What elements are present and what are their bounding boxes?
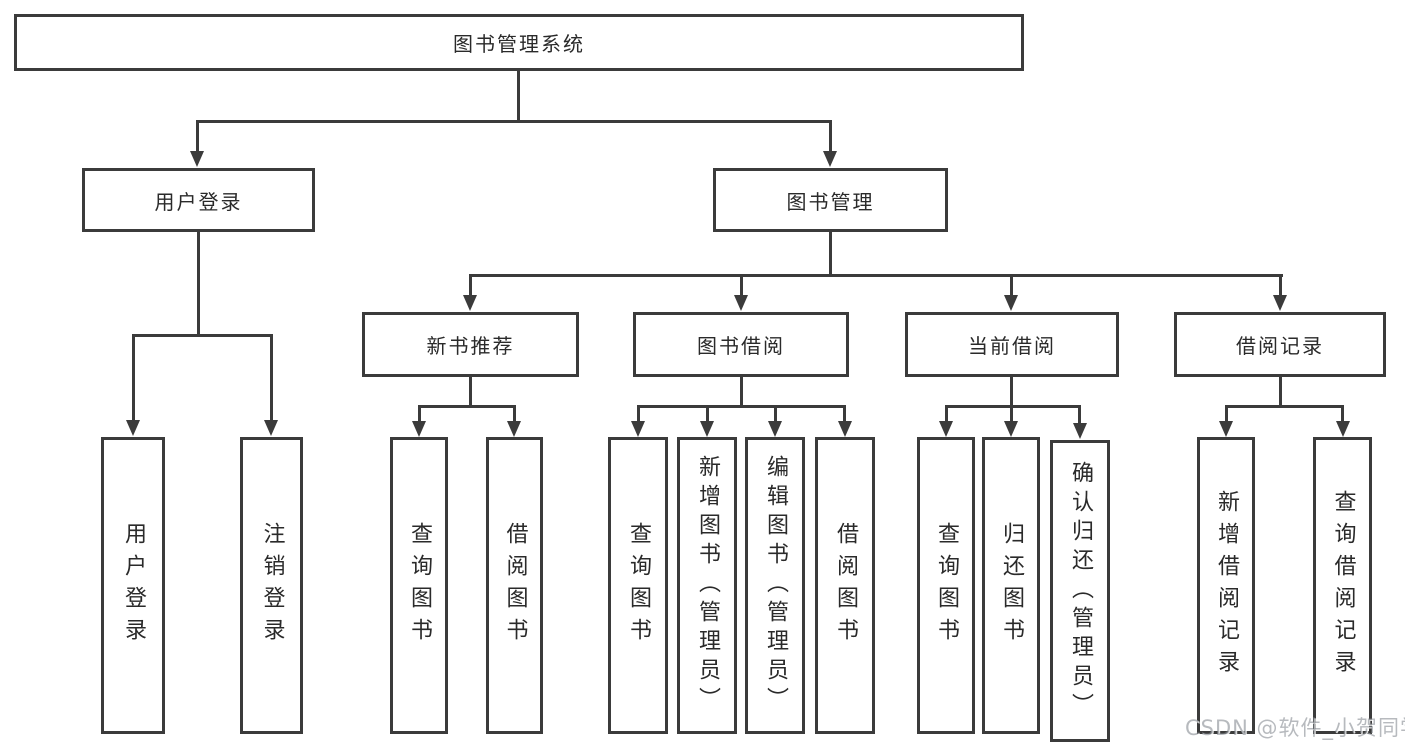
arrow-down-icon (700, 421, 714, 437)
connector-user-login-stem (197, 231, 200, 337)
arrow-down-icon (838, 421, 852, 437)
arrow-down-icon (463, 295, 477, 311)
node-book-borrowing: 图书借阅 (633, 312, 849, 377)
node-borrowing-records: 借阅记录 (1174, 312, 1386, 377)
arrow-down-icon (768, 421, 782, 437)
node-book-management: 图书管理 (713, 168, 948, 232)
connector-to-cb-return (1010, 405, 1013, 423)
node-leaf-query-books-newrec: 查询图书 (390, 437, 448, 734)
connector-current-branch (945, 405, 1081, 408)
connector-to-leaf-user-login (132, 334, 135, 422)
csdn-watermark: CSDN @软件_小贺同学 (1185, 716, 1405, 740)
connector-to-bb-add (706, 405, 709, 423)
connector-to-user-login (196, 120, 199, 152)
connector-to-book-borrow (740, 274, 743, 298)
node-leaf-logout-login: 注销登录 (240, 437, 303, 734)
connector-newrec-stem (469, 376, 472, 408)
arrow-down-icon (1004, 295, 1018, 311)
connector-root-branch (196, 120, 832, 123)
node-leaf-query-books-current: 查询图书 (917, 437, 975, 734)
node-root: 图书管理系统 (14, 14, 1024, 71)
node-leaf-user-login: 用户登录 (101, 437, 165, 734)
connector-to-new-book (469, 274, 472, 298)
connector-to-book-management (829, 120, 832, 152)
arrow-down-icon (126, 420, 140, 436)
arrow-down-icon (734, 295, 748, 311)
connector-to-current-borrow (1010, 274, 1013, 298)
arrow-down-icon (1004, 421, 1018, 437)
connector-borrowing-branch (637, 405, 846, 408)
connector-to-newrec-borrow (513, 405, 516, 423)
arrow-down-icon (823, 151, 837, 167)
connector-newrec-branch (418, 405, 515, 408)
connector-to-bb-edit (774, 405, 777, 423)
connector-records-stem (1279, 376, 1282, 408)
node-leaf-query-books-borrow: 查询图书 (608, 437, 668, 734)
node-leaf-borrow-books-borrow: 借阅图书 (815, 437, 875, 734)
connector-to-cb-confirm (1078, 405, 1081, 423)
connector-to-br-query (1341, 405, 1344, 423)
connector-root-stem (517, 70, 520, 123)
arrow-down-icon (507, 421, 521, 437)
node-leaf-add-books-admin: 新增图书（管理员） (677, 437, 737, 734)
node-leaf-add-borrow-record: 新增借阅记录 (1197, 437, 1255, 734)
connector-to-borrow-records (1279, 274, 1282, 298)
connector-to-leaf-logout (270, 334, 273, 422)
node-leaf-borrow-books-newrec: 借阅图书 (486, 437, 543, 734)
arrow-down-icon (1273, 295, 1287, 311)
connector-records-branch (1225, 405, 1343, 408)
node-new-book-recommend: 新书推荐 (362, 312, 579, 377)
arrow-down-icon (631, 421, 645, 437)
node-leaf-edit-books-admin: 编辑图书（管理员） (745, 437, 805, 734)
connector-to-bb-borrow (843, 405, 846, 423)
connector-to-bb-query (637, 405, 640, 423)
connector-to-br-add (1225, 405, 1228, 423)
connector-to-newrec-query (418, 405, 421, 423)
node-leaf-confirm-return-admin: 确认归还（管理员） (1050, 440, 1110, 742)
connector-to-cb-query (945, 405, 948, 423)
arrow-down-icon (1073, 423, 1087, 439)
node-leaf-return-books: 归还图书 (982, 437, 1040, 734)
connector-borrowing-stem (740, 376, 743, 408)
arrow-down-icon (1219, 421, 1233, 437)
arrow-down-icon (412, 421, 426, 437)
connector-book-mgmt-branch (469, 274, 1283, 277)
arrow-down-icon (190, 151, 204, 167)
connector-current-stem (1010, 376, 1013, 408)
arrow-down-icon (264, 420, 278, 436)
arrow-down-icon (1336, 421, 1350, 437)
node-user-login: 用户登录 (82, 168, 315, 232)
connector-book-mgmt-stem (829, 231, 832, 277)
node-current-borrowing: 当前借阅 (905, 312, 1119, 377)
connector-user-login-branch (132, 334, 272, 337)
node-leaf-query-borrow-record: 查询借阅记录 (1313, 437, 1372, 734)
arrow-down-icon (939, 421, 953, 437)
